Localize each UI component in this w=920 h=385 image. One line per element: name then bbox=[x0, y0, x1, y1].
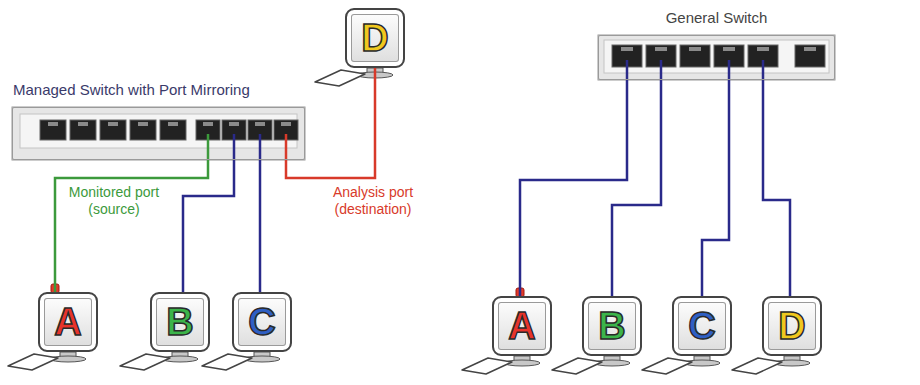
cable-stub bbox=[627, 60, 763, 80]
switch-title: Managed Switch with Port Mirroring bbox=[13, 81, 250, 99]
computer-letter: B bbox=[598, 306, 625, 346]
cable-stub bbox=[208, 134, 286, 160]
port-notch bbox=[48, 122, 58, 126]
keyboard bbox=[462, 358, 512, 374]
port-notch bbox=[78, 122, 88, 126]
network-cable bbox=[259, 160, 262, 292]
computer-monitor: B bbox=[150, 292, 210, 352]
keyboard bbox=[642, 358, 692, 374]
network-switch: General Switch bbox=[598, 35, 835, 80]
switch-body bbox=[20, 114, 297, 148]
port-notch bbox=[757, 47, 769, 51]
port-notch bbox=[689, 47, 701, 51]
port-notch bbox=[255, 122, 265, 126]
computer-letter: A bbox=[508, 306, 535, 346]
keyboard bbox=[732, 358, 782, 374]
keyboard bbox=[552, 358, 602, 374]
computer-letter: D bbox=[778, 306, 805, 346]
port-notch bbox=[138, 122, 148, 126]
port-notch bbox=[203, 122, 213, 126]
switch-port bbox=[130, 120, 156, 140]
keyboard bbox=[120, 354, 170, 370]
port-notch bbox=[655, 47, 667, 51]
port-notch bbox=[48, 122, 291, 126]
cable-stub bbox=[728, 60, 731, 80]
computer-monitor: A bbox=[38, 292, 98, 352]
computer-letter: C bbox=[248, 302, 275, 342]
port-notch bbox=[723, 47, 735, 51]
keyboard bbox=[8, 354, 58, 370]
cable-stub bbox=[285, 134, 288, 160]
monitor-stand bbox=[50, 68, 810, 366]
computer-letter: C bbox=[688, 306, 715, 346]
network-switch: Managed Switch with Port Mirroring bbox=[12, 107, 305, 160]
cable-stub bbox=[626, 60, 629, 80]
network-cable bbox=[612, 80, 661, 296]
computer-monitor: A bbox=[492, 296, 552, 356]
switch-port bbox=[795, 45, 825, 67]
port-notch bbox=[168, 122, 178, 126]
keyboard bbox=[202, 354, 252, 370]
network-cable bbox=[55, 160, 208, 292]
port-label: Analysis port (destination) bbox=[316, 184, 430, 218]
switch-port bbox=[70, 120, 96, 140]
port-notch bbox=[281, 122, 291, 126]
keyboard bbox=[8, 70, 782, 374]
network-cable bbox=[763, 80, 790, 296]
switch-port bbox=[612, 45, 825, 67]
port-notch bbox=[621, 47, 816, 51]
switch-port bbox=[680, 45, 710, 67]
port-label: Monitored port (source) bbox=[62, 184, 166, 218]
switch-title: General Switch bbox=[599, 9, 834, 27]
network-cable bbox=[286, 68, 375, 178]
port-notch bbox=[229, 122, 239, 126]
port-notch bbox=[108, 122, 118, 126]
cable-stub bbox=[762, 60, 765, 80]
computer-letter: D bbox=[361, 18, 388, 58]
computer-monitor: C bbox=[232, 292, 292, 352]
computer-monitor: D bbox=[345, 8, 405, 68]
computer-letter: A bbox=[54, 302, 81, 342]
cable-stub bbox=[207, 134, 210, 160]
computer-letter: B bbox=[166, 302, 193, 342]
switch-port bbox=[40, 120, 66, 140]
switch-port bbox=[100, 120, 126, 140]
port-notch bbox=[804, 47, 816, 51]
network-cable bbox=[183, 160, 234, 292]
cable-stub bbox=[660, 60, 663, 80]
cable-stub bbox=[233, 134, 236, 160]
computer-monitor: B bbox=[582, 296, 642, 356]
switch-body bbox=[598, 35, 835, 80]
switch-body bbox=[12, 107, 305, 160]
computer-monitor: C bbox=[672, 296, 732, 356]
switch-port bbox=[160, 120, 186, 140]
network-cable bbox=[702, 80, 729, 296]
computer-monitor: D bbox=[762, 296, 822, 356]
keyboard bbox=[315, 70, 365, 86]
switch-body bbox=[604, 40, 829, 73]
switch-body bbox=[12, 107, 305, 160]
switch-body bbox=[598, 35, 835, 80]
cable-stub bbox=[259, 134, 262, 160]
port-notch bbox=[621, 47, 633, 51]
